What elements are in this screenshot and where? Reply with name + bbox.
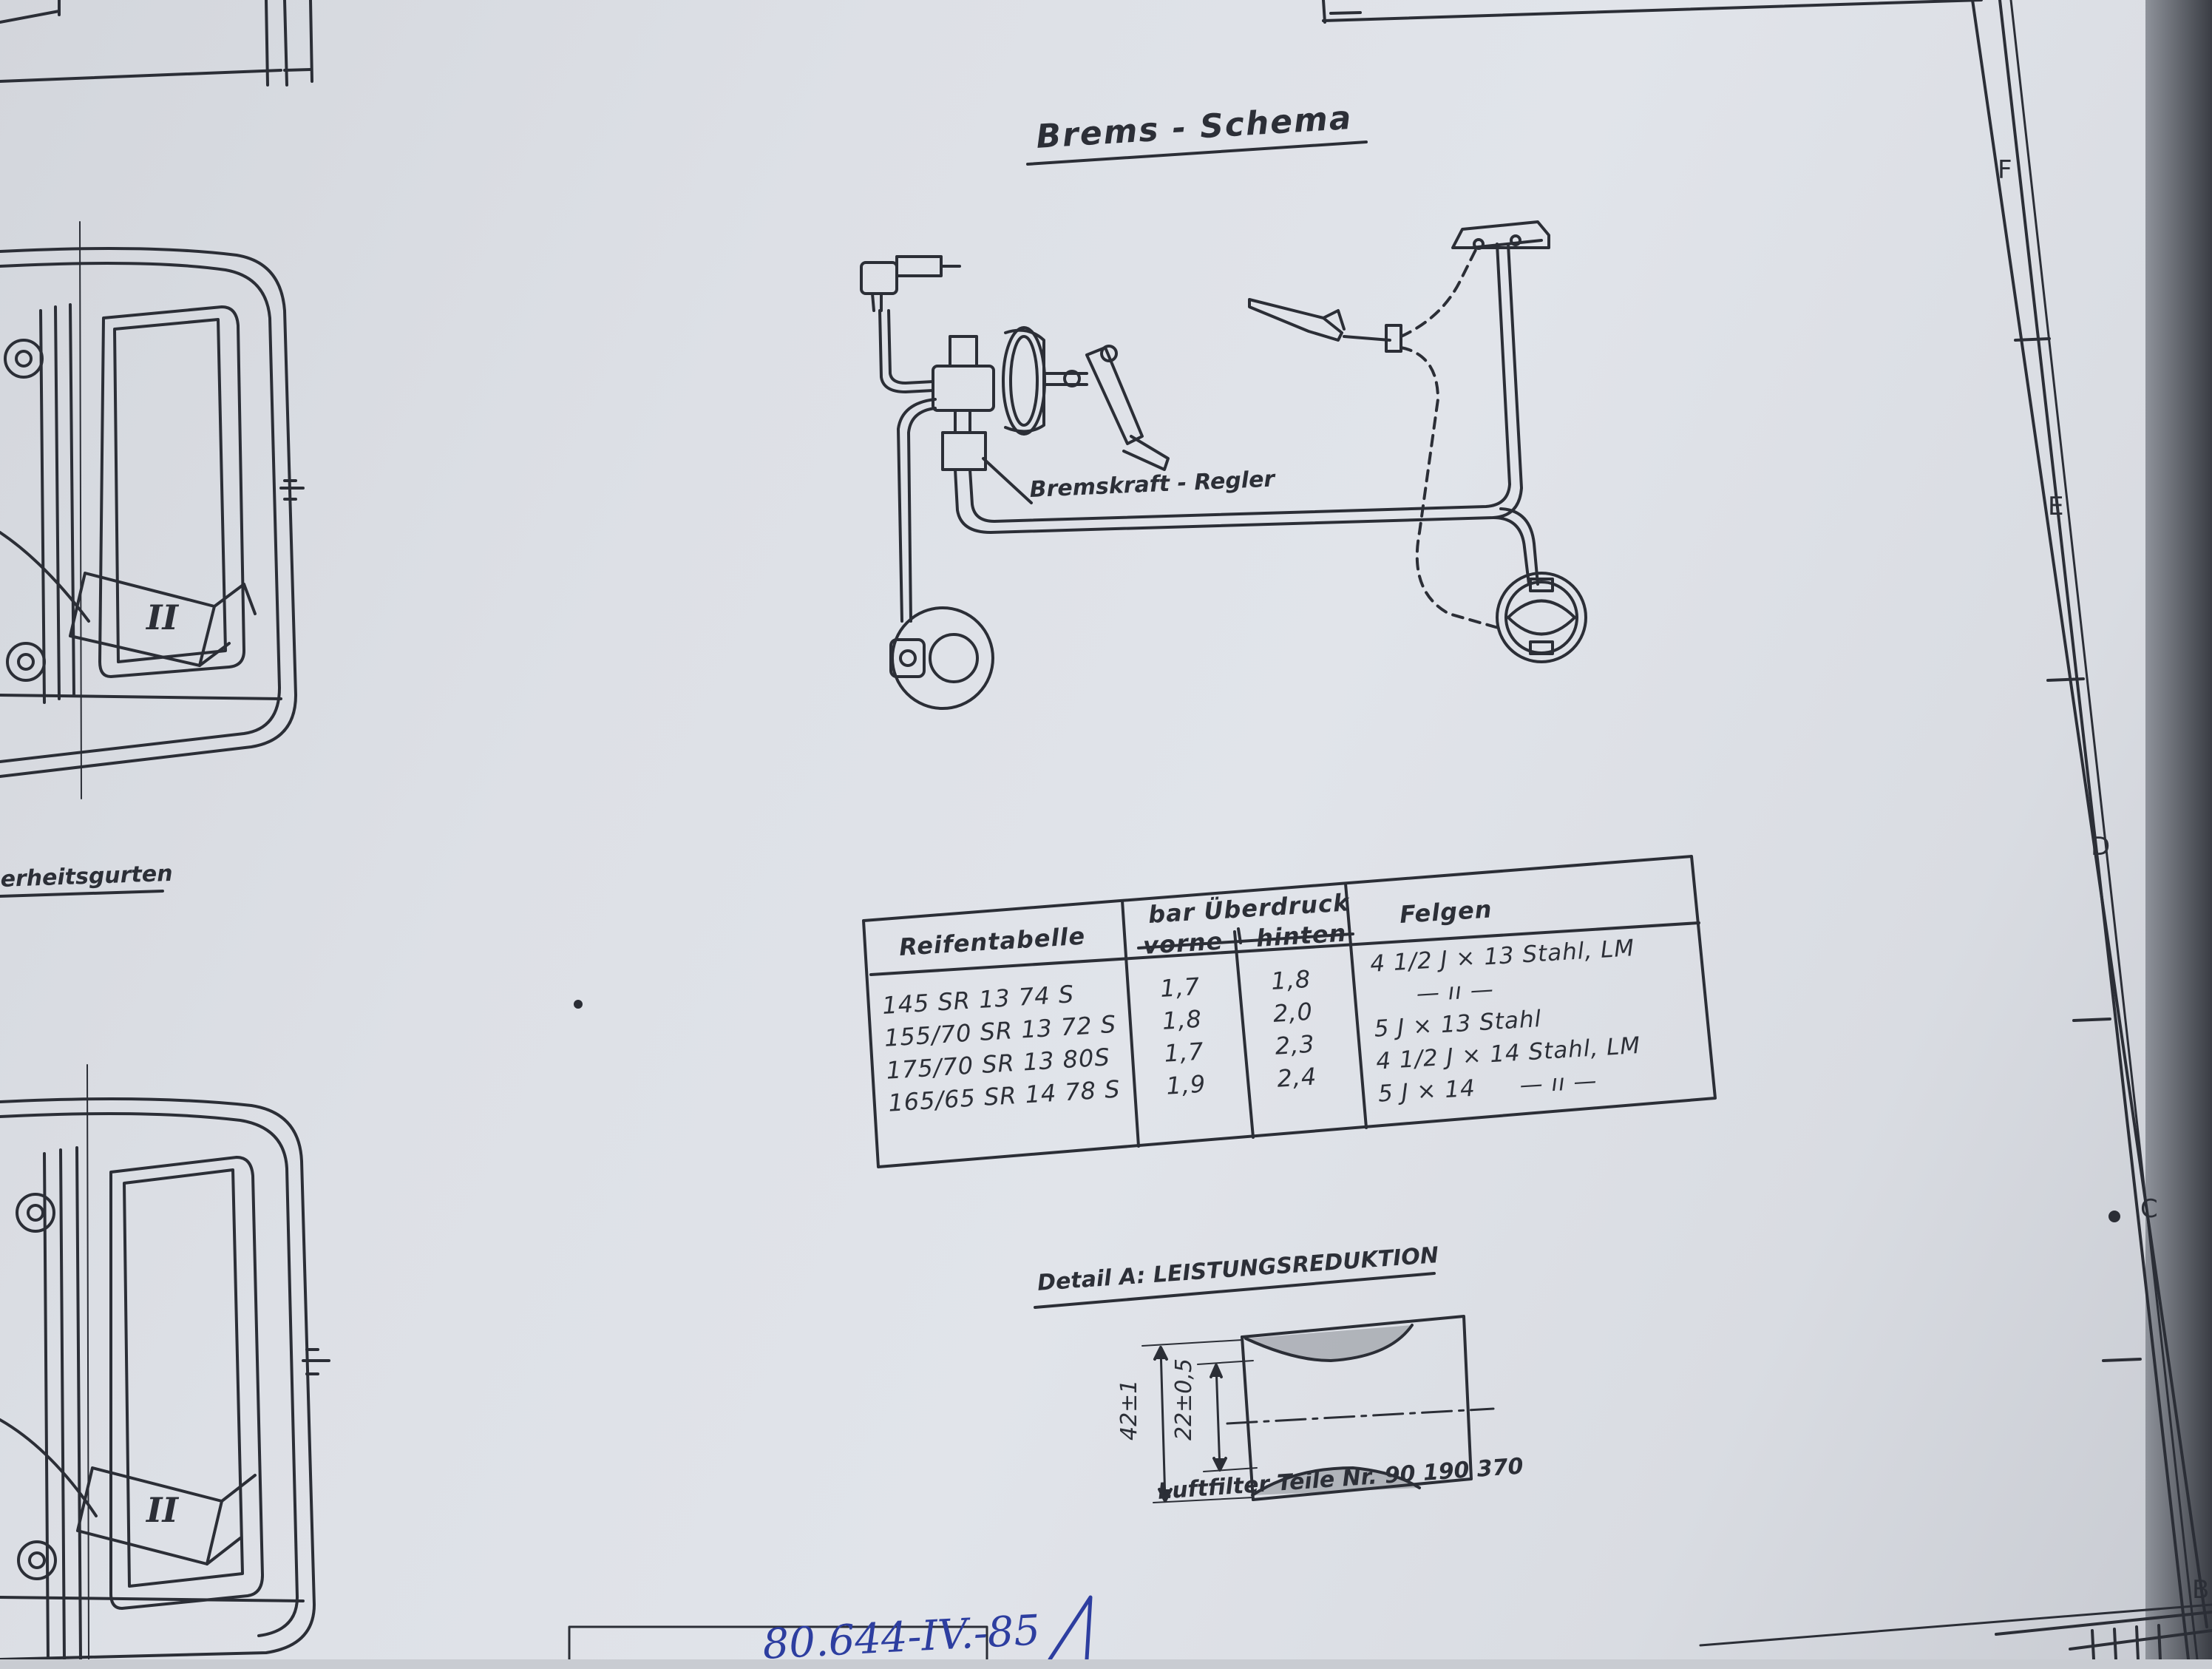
table-cell-front: 1,7 [1159, 972, 1201, 1003]
rim-ditto: — ıı — [1519, 1067, 1598, 1099]
zone-letter-b: B [2192, 1575, 2210, 1605]
pen-stroke [1048, 1595, 1093, 1659]
roman-numeral-upper: II [146, 597, 179, 637]
table-header-rims: Felgen [1399, 895, 1493, 929]
zone-letter-f: F [1998, 155, 2012, 185]
table-cell-front: 1,8 [1161, 1004, 1203, 1035]
table-header-rear: hinten [1255, 918, 1348, 952]
brake-schema-diagram [860, 220, 1587, 710]
roman-numeral-lower: II [146, 1490, 179, 1530]
door-view-upper [0, 221, 305, 799]
table-cell-rear: 2,0 [1272, 997, 1314, 1028]
tire-table-grid [862, 855, 1717, 1168]
left-label-underline [0, 890, 164, 898]
table-cell-rear: 1,8 [1270, 964, 1312, 995]
table-cell-rear: 2,4 [1276, 1062, 1318, 1093]
tire-sizes-column: 145 SR 13 74 S 155/70 SR 13 72 S 175/70 … [881, 975, 1122, 1120]
outer-dimension-label: 42±1 [1116, 1379, 1142, 1441]
ink-dot [574, 1000, 583, 1009]
front-pressure-column: 1,7 1,8 1,7 1,9 [1159, 970, 1207, 1103]
detail-a-drawing [1141, 1315, 1495, 1503]
ink-dot [2108, 1211, 2120, 1222]
rim-value: 5 J × 14 [1377, 1074, 1476, 1108]
zone-letter-e: E [2048, 492, 2064, 521]
table-cell-front: 1,7 [1163, 1037, 1205, 1068]
rear-pressure-column: 1,8 2,0 2,3 2,4 [1270, 963, 1318, 1095]
stamp-box [568, 1625, 988, 1659]
table-header-front: vorne [1142, 927, 1224, 960]
rims-column: 4 1/2 J × 13 Stahl, LM — ıı — 5 J × 13 S… [1369, 932, 1643, 1110]
zone-letter-c: C [2140, 1194, 2158, 1224]
zone-letter-d: D [2091, 832, 2111, 861]
inner-dimension-label: 22±0,5 [1171, 1358, 1197, 1441]
door-view-lower [0, 1064, 330, 1659]
drawing-frame-border [1699, 0, 2212, 1659]
top-dimension-lines [0, 0, 1983, 87]
table-cell-front: 1,9 [1165, 1069, 1207, 1100]
table-cell-rear: 2,3 [1274, 1029, 1316, 1060]
detail-title-underline [1034, 1272, 1436, 1309]
brems-title-underline [1026, 141, 1368, 166]
